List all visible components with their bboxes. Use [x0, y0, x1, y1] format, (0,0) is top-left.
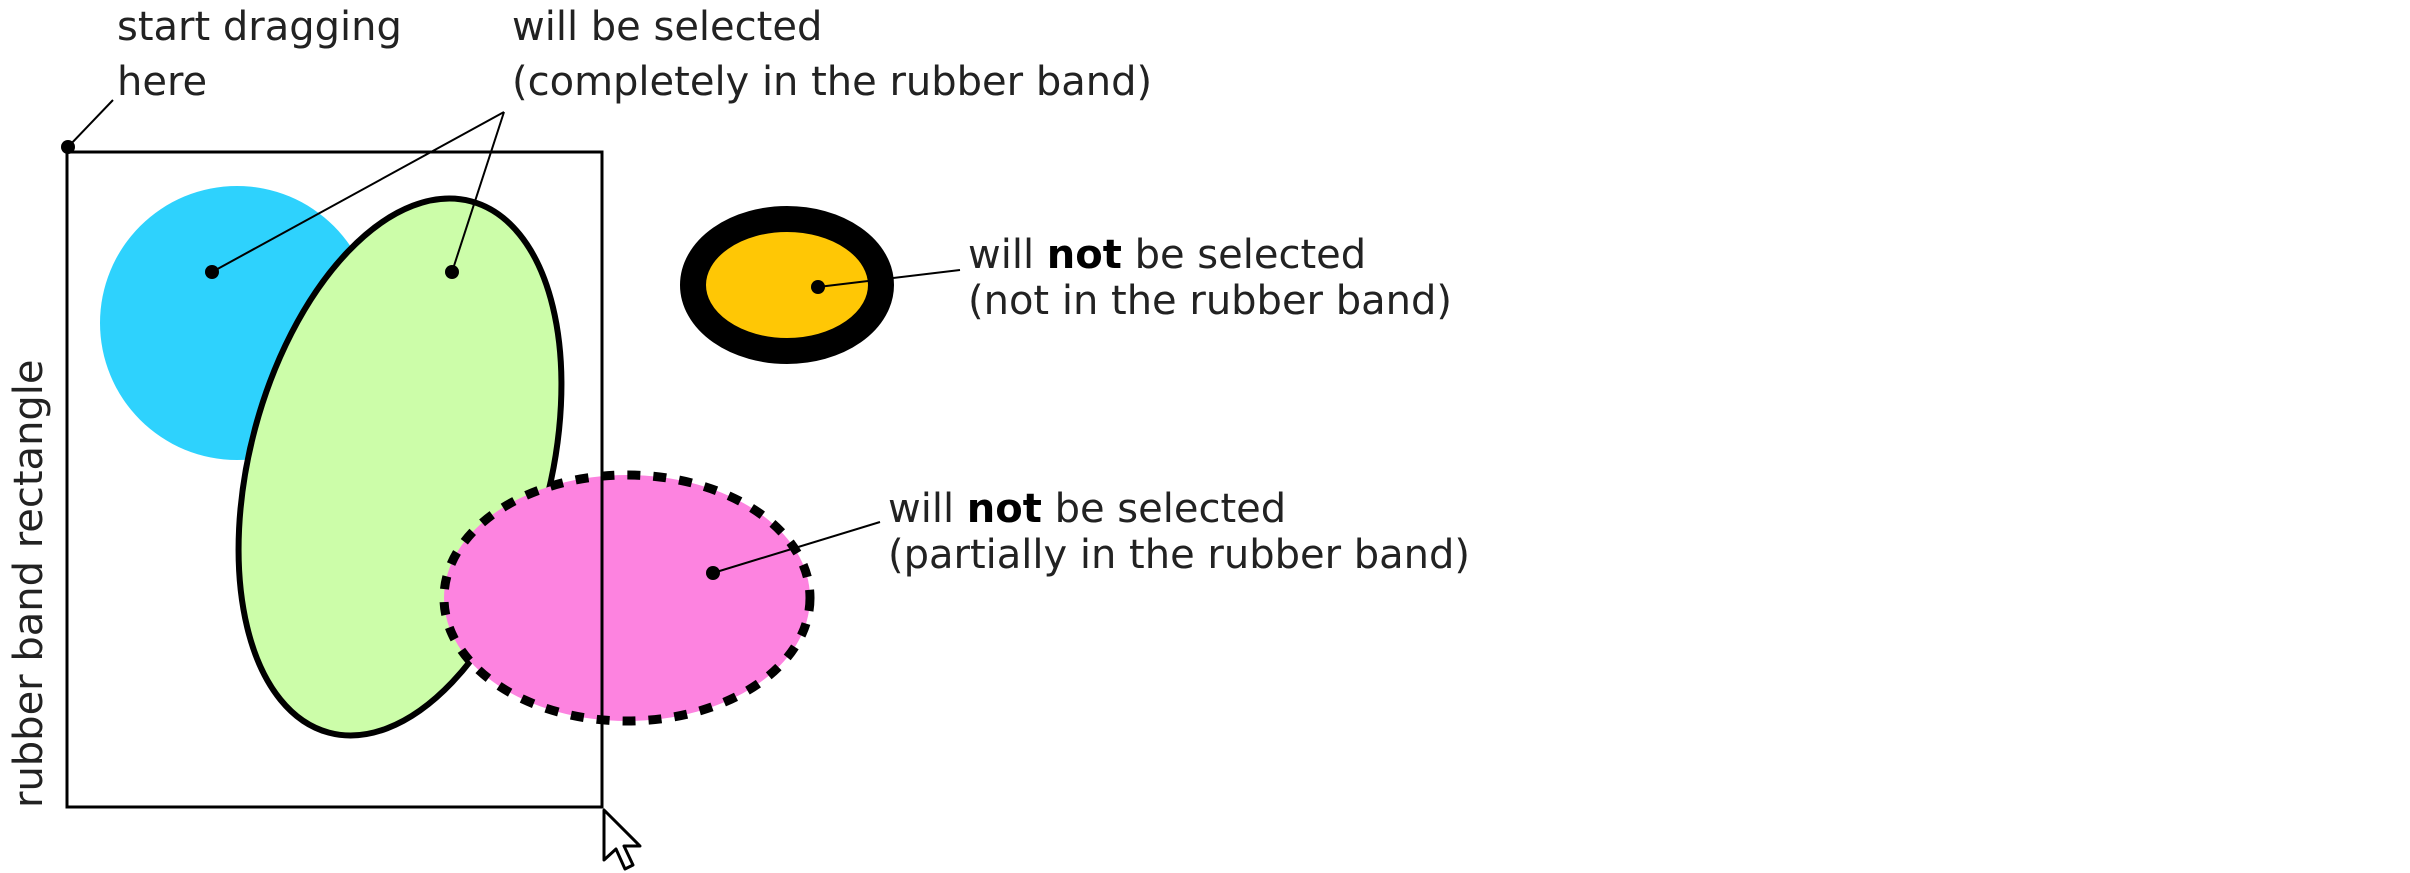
start-label-line1: start dragging: [117, 4, 402, 50]
completely-label-line2: (completely in the rubber band): [512, 59, 1152, 105]
not-in-label-line2: (not in the rubber band): [968, 278, 1452, 324]
partial-label-post: be selected: [1042, 486, 1286, 532]
rubber-band-rectangle-label: rubber band rectangle: [6, 359, 52, 808]
rubber-band-rectangle: [65, 150, 604, 809]
orange-leader-line: [817, 269, 961, 288]
not-in-label-line1: will not be selected: [968, 232, 1366, 278]
completely-label-line1: will be selected: [512, 4, 822, 50]
start-label-line2: here: [117, 59, 207, 105]
orange-marker: [811, 280, 825, 294]
start-leader-line: [67, 99, 114, 148]
mouse-pointer-icon: [602, 808, 642, 871]
green-marker: [445, 265, 459, 279]
green-leader-line: [451, 111, 505, 273]
blue-leader-line: [211, 111, 505, 273]
not-in-label-pre: will: [968, 232, 1047, 278]
pink-leader-line: [712, 521, 881, 574]
partial-label-pre: will: [888, 486, 967, 532]
partial-label-line1: will not be selected: [888, 486, 1286, 532]
blue-marker: [205, 265, 219, 279]
not-in-label-post: be selected: [1122, 232, 1366, 278]
pink-marker: [706, 566, 720, 580]
pink-ellipse-shape: [439, 470, 815, 726]
not-in-label-bold: not: [1047, 232, 1122, 278]
orange-ellipse-shape: [680, 206, 894, 364]
partial-label-bold: not: [967, 486, 1042, 532]
partial-label-line2: (partially in the rubber band): [888, 532, 1470, 578]
